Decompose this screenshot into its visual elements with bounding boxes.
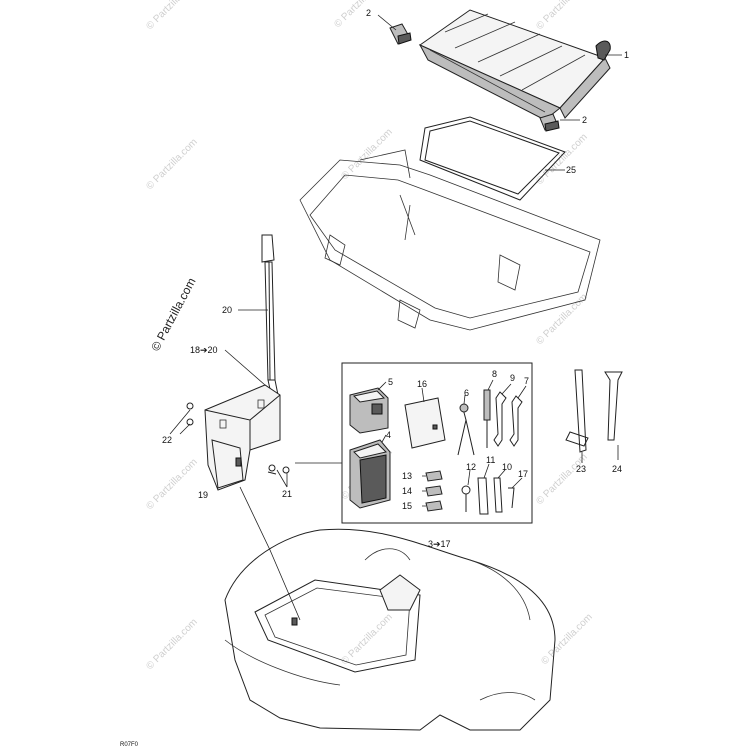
tool-bag[interactable] — [349, 439, 391, 509]
callout-4: 4 — [386, 430, 391, 440]
fastener-pair[interactable] — [267, 464, 290, 475]
hex-key[interactable] — [508, 487, 515, 509]
callout-21: 21 — [282, 489, 292, 499]
callout-7: 7 — [524, 376, 529, 386]
watermark-text: © Partzilla.com — [144, 0, 199, 32]
watermark-text: © Partzilla.com — [144, 137, 199, 192]
spark-plug-socket[interactable] — [461, 485, 471, 512]
callout-2: 2 — [366, 8, 371, 18]
rivet-pair[interactable] — [186, 402, 194, 426]
pliers[interactable] — [457, 403, 475, 456]
callout-14: 14 — [402, 486, 412, 496]
callout-17: 17 — [518, 469, 528, 479]
watermark-text: © Partzilla.com — [534, 292, 589, 347]
callout-9: 9 — [510, 373, 515, 383]
storage-strap[interactable] — [261, 234, 279, 399]
vehicle-frame — [299, 149, 601, 331]
rack-clip[interactable] — [539, 113, 560, 132]
wrench-large[interactable] — [493, 391, 507, 447]
callout-3-17: 3➔17 — [428, 539, 451, 549]
rack-gasket[interactable] — [419, 116, 566, 201]
callout-15: 15 — [402, 501, 412, 511]
watermark-text: © Partzilla.com — [534, 0, 589, 32]
rack-clip[interactable] — [389, 23, 412, 45]
fuse-clip[interactable] — [425, 485, 443, 497]
callout-6: 6 — [464, 388, 469, 398]
tool-pouch-small[interactable] — [349, 387, 389, 434]
callout-19: 19 — [198, 490, 208, 500]
diagram-code: R07F0 — [120, 742, 139, 748]
callout-10: 10 — [502, 462, 512, 472]
callout-20: 20 — [222, 305, 232, 315]
watermark-text: © Partzilla.com — [144, 457, 199, 512]
screwdriver[interactable] — [483, 389, 491, 448]
callout-24: 24 — [612, 464, 622, 474]
rear-fender — [224, 528, 556, 731]
tool-kit-enclosure — [341, 362, 533, 524]
leader-lines — [169, 14, 622, 621]
callout-labels: 1 2 2 25 20 18➔20 22 19 21 5 4 16 6 8 9 … — [162, 8, 629, 549]
watermark-text: © Partzilla.com — [534, 132, 589, 187]
watermark-main: © Partzilla.com — [148, 275, 198, 353]
watermark-text: © Partzilla.com — [534, 452, 589, 507]
callout-16: 16 — [417, 379, 427, 389]
fuse-clip[interactable] — [425, 470, 443, 482]
callout-13: 13 — [402, 471, 412, 481]
wrench-small[interactable] — [509, 395, 523, 447]
callout-8: 8 — [492, 369, 497, 379]
callout-22: 22 — [162, 435, 172, 445]
callout-11: 11 — [486, 455, 495, 465]
lever-tool[interactable] — [565, 369, 589, 453]
instruction-card[interactable] — [404, 397, 446, 449]
callout-23: 23 — [576, 464, 586, 474]
callout-2: 2 — [582, 115, 587, 125]
spanner-wrench[interactable] — [604, 371, 623, 441]
callout-18-20: 18➔20 — [190, 345, 218, 355]
extension-bar[interactable] — [493, 477, 503, 513]
watermark-text: © Partzilla.com — [539, 612, 594, 667]
callout-12: 12 — [466, 462, 476, 472]
callout-5: 5 — [388, 377, 393, 387]
watermark-text: © Partzilla.com — [144, 617, 199, 672]
tool-box-bracket[interactable] — [204, 384, 281, 491]
watermark-text: © Partzilla.com — [332, 0, 387, 30]
callout-1: 1 — [624, 50, 629, 60]
callout-25: 25 — [566, 165, 576, 175]
rear-rack[interactable] — [418, 9, 611, 121]
fuse-clip[interactable] — [425, 500, 443, 512]
socket-wrench[interactable] — [477, 477, 489, 515]
